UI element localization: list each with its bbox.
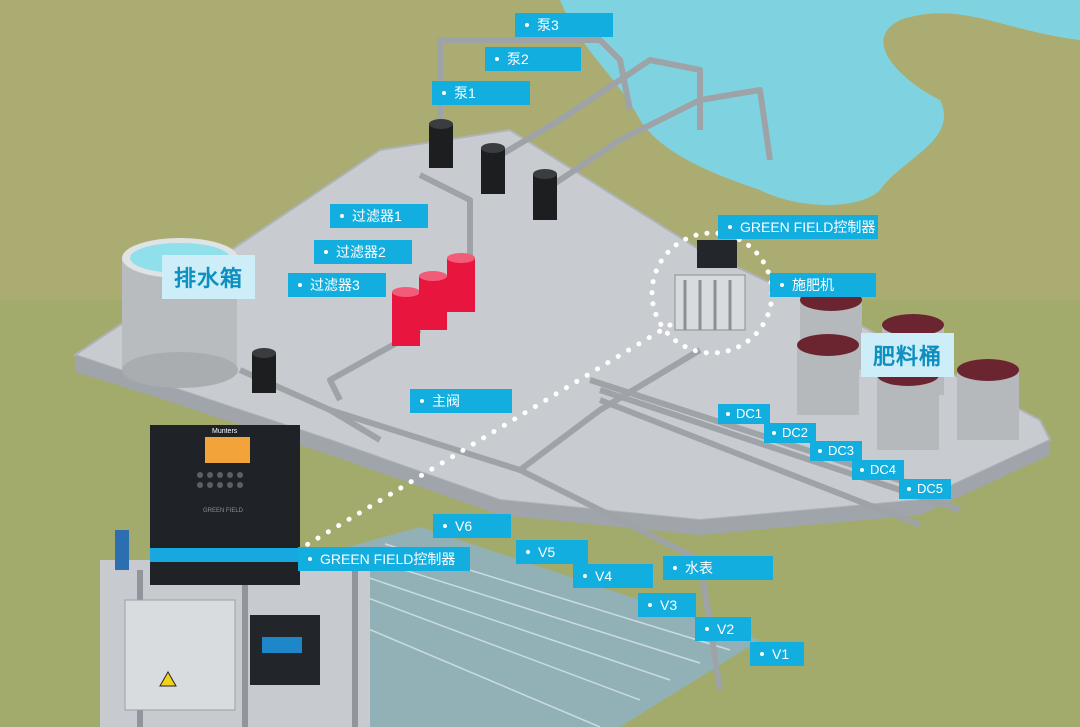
filter-2 xyxy=(419,271,447,330)
pump-3 xyxy=(533,169,557,220)
pump-1-label: 泵1 xyxy=(432,81,530,105)
controller-brand-text: Munters xyxy=(212,428,238,435)
controller-bottom-label: GREEN FIELD控制器 xyxy=(298,547,470,571)
dc2-label: DC2 xyxy=(764,423,817,443)
v3-label: V3 xyxy=(638,593,696,617)
green-field-controller-device: Munters GREEN FIELD xyxy=(150,425,300,585)
dc1-label: DC1 xyxy=(718,404,771,424)
pump-2-label: 泵2 xyxy=(485,47,581,71)
dotted-connector xyxy=(287,322,673,558)
fertigation-label: 施肥机 xyxy=(770,273,876,297)
greenhouse xyxy=(280,527,760,727)
pump-1 xyxy=(429,119,453,168)
pump-3-label: 泵3 xyxy=(515,13,613,37)
water-pond xyxy=(560,0,1080,205)
v4-label: V4 xyxy=(573,564,653,588)
filter-1 xyxy=(447,253,475,312)
dc3-label: DC3 xyxy=(810,441,863,461)
v1-label: V1 xyxy=(750,642,804,666)
drain-pump xyxy=(252,348,276,393)
dc4-label: DC4 xyxy=(852,460,905,480)
filter-2-label: 过滤器2 xyxy=(314,240,412,264)
water-meter-label: 水表 xyxy=(663,556,773,580)
pump-2 xyxy=(481,143,505,194)
fertigation-machine xyxy=(674,240,746,331)
filter-3-label: 过滤器3 xyxy=(288,273,386,297)
v6-label: V6 xyxy=(433,514,511,538)
controller-model-text: GREEN FIELD xyxy=(203,508,244,514)
controller-top-label: GREEN FIELD控制器 xyxy=(718,215,878,239)
v2-label: V2 xyxy=(695,617,751,641)
main-valve-label: 主阀 xyxy=(410,389,512,413)
filter-1-label: 过滤器1 xyxy=(330,204,428,228)
fertilizer-tanks-label: 肥料桶 xyxy=(861,333,955,377)
controller-station xyxy=(100,530,370,727)
dc5-label: DC5 xyxy=(899,479,952,499)
drain-tank-label: 排水箱 xyxy=(162,255,256,299)
filter-3 xyxy=(392,287,420,346)
v5-label: V5 xyxy=(516,540,588,564)
